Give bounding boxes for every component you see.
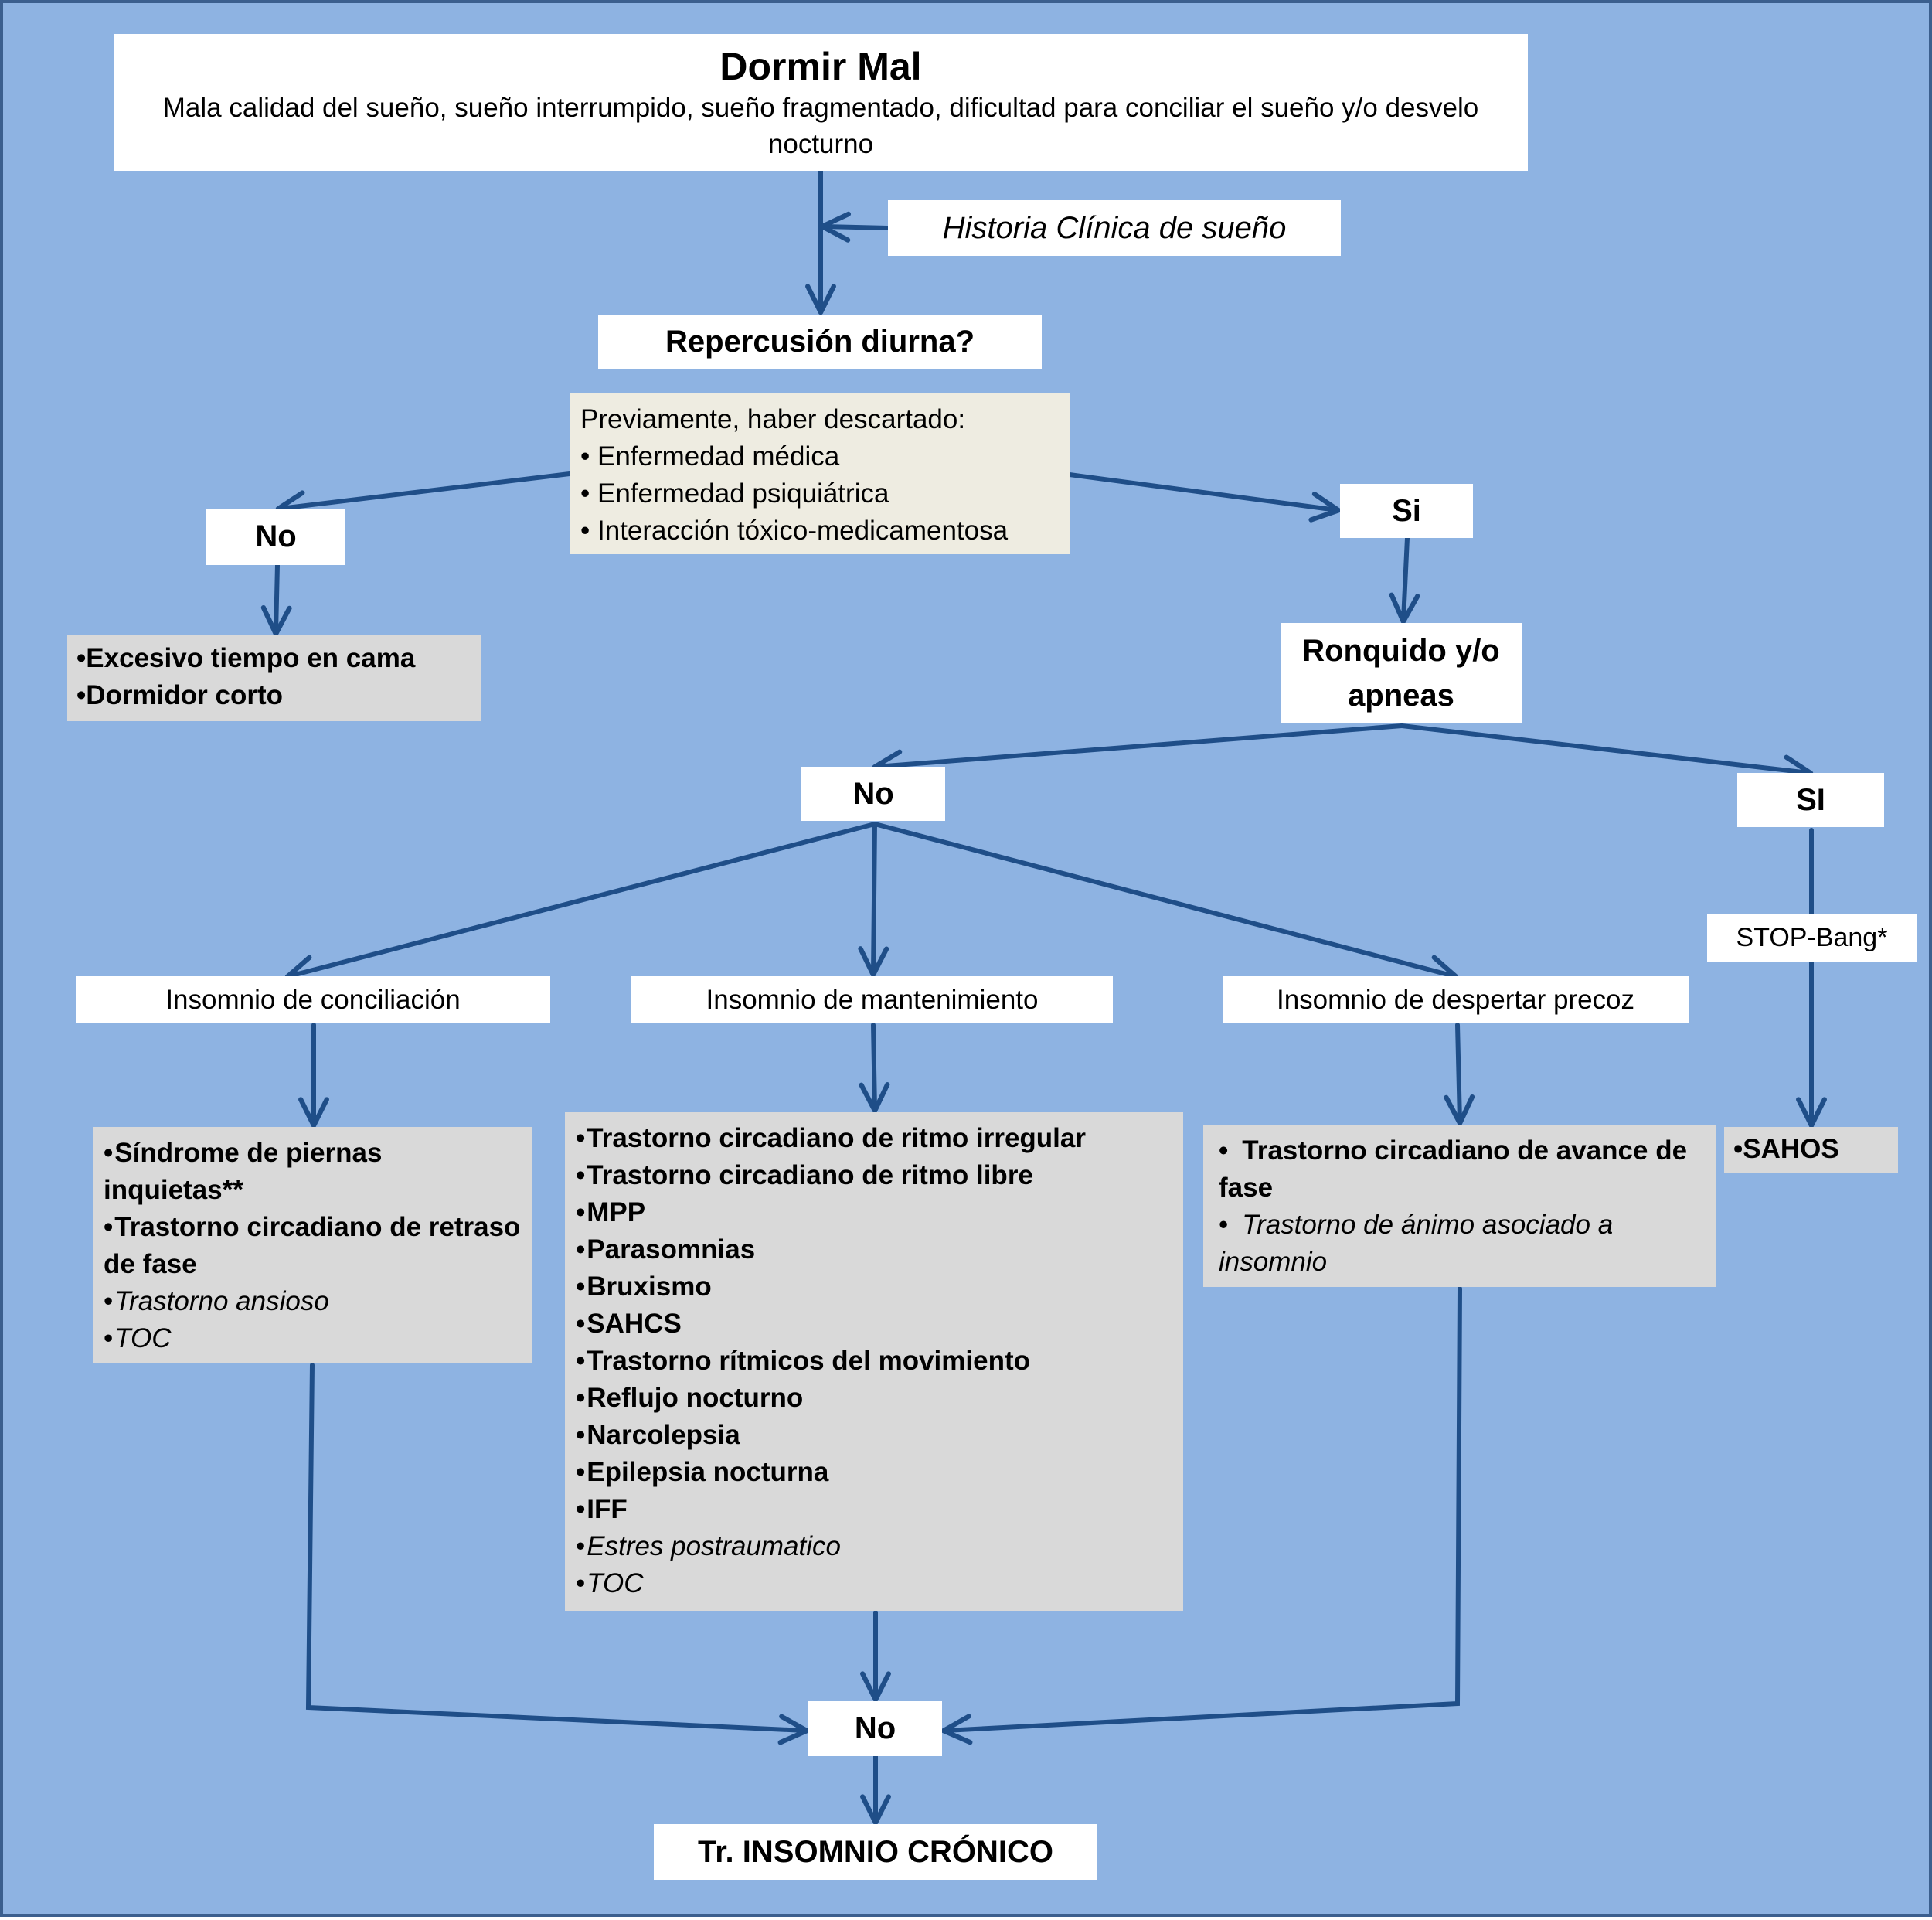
insomnia-type-conciliation: Insomnio de conciliación bbox=[76, 976, 550, 1023]
stopbang-box: STOP-Bang* bbox=[1707, 914, 1917, 962]
differential-item: •Trastorno ansioso bbox=[104, 1286, 329, 1316]
differential-item: •Trastorno circadiano de ritmo libre bbox=[576, 1160, 1033, 1190]
result-item: •Excesivo tiempo en cama bbox=[77, 643, 416, 673]
result-item: •SAHOS bbox=[1733, 1134, 1839, 1164]
differential-item: •SAHCS bbox=[576, 1309, 682, 1339]
arrow-no-to-early bbox=[872, 822, 1459, 986]
outcome-label: Tr. INSOMNIO CRÓNICO bbox=[697, 1834, 1054, 1869]
snoring-label-line1: Ronquido y/o bbox=[1302, 633, 1500, 668]
insomnia-type-maintenance: Insomnio de mantenimiento bbox=[631, 976, 1113, 1023]
prerequisite-item: • Enfermedad psiquiátrica bbox=[580, 478, 889, 509]
differential-item: •TOC bbox=[104, 1323, 172, 1353]
prerequisites-list: • Enfermedad médica • Enfermedad psiquiá… bbox=[580, 438, 1059, 550]
yes-daytime-label: Si bbox=[1392, 493, 1421, 528]
arrow-snoring-to-si bbox=[1400, 723, 1814, 786]
connector-layer bbox=[260, 169, 1827, 1826]
differential-item: •Parasomnias bbox=[576, 1234, 756, 1265]
differential-item: •Trastorno de ánimo asociado a insomnio bbox=[1219, 1210, 1614, 1277]
final-no-box: No bbox=[808, 1701, 942, 1756]
history-box: Historia Clínica de sueño bbox=[888, 200, 1341, 256]
differential-item: •Trastorno circadiano de avance de fase bbox=[1219, 1135, 1688, 1203]
title-box: Dormir Mal Mala calidad del sueño, sueño… bbox=[114, 34, 1528, 171]
maintenance-differentials-box: •Trastorno circadiano de ritmo irregular… bbox=[565, 1112, 1183, 1611]
differential-item: •Reflujo nocturno bbox=[576, 1383, 804, 1413]
differential-item: •Trastorno rítmicos del movimiento bbox=[576, 1346, 1030, 1376]
differential-item: •Narcolepsia bbox=[576, 1420, 740, 1450]
title-text: Dormir Mal bbox=[719, 45, 922, 88]
arrow-snoring-to-no bbox=[872, 723, 1404, 781]
no-daytime-box: No bbox=[206, 509, 345, 565]
arrow-no-to-maintenance bbox=[858, 822, 889, 978]
arrow-si-to-snoring bbox=[1389, 536, 1420, 625]
prerequisites-heading: Previamente, haber descartado: bbox=[580, 404, 966, 434]
no-daytime-label: No bbox=[255, 519, 297, 553]
history-label: Historia Clínica de sueño bbox=[942, 210, 1287, 245]
differential-item: •Estres postraumatico bbox=[576, 1531, 842, 1561]
differential-item: •MPP bbox=[576, 1197, 646, 1227]
arrow-daytime-to-no bbox=[275, 471, 572, 522]
snoring-question-box: Ronquido y/o apneas bbox=[1281, 623, 1522, 723]
sahos-box: •SAHOS bbox=[1724, 1127, 1898, 1173]
differential-item: •Síndrome de piernas inquietas** bbox=[104, 1138, 383, 1205]
prerequisites-box: Previamente, haber descartado: • Enferme… bbox=[570, 393, 1070, 554]
differential-item: •Bruxismo bbox=[576, 1271, 712, 1302]
final-no-label: No bbox=[854, 1711, 896, 1745]
arrow-daytime-to-si bbox=[1067, 472, 1342, 523]
early-waking-differentials: •Trastorno circadiano de avance de fase •… bbox=[1219, 1132, 1705, 1281]
arrow-maintenance-to-list bbox=[859, 1023, 890, 1114]
no-daytime-results-box: •Excesivo tiempo en cama •Dormidor corto bbox=[67, 635, 481, 721]
insomnia-type-early-waking: Insomnio de despertar precoz bbox=[1223, 976, 1689, 1023]
yes-snoring-label: SI bbox=[1796, 782, 1825, 817]
early-waking-differentials-box: •Trastorno circadiano de avance de fase •… bbox=[1203, 1125, 1716, 1287]
conciliation-differentials-box: •Síndrome de piernas inquietas** •Trastor… bbox=[93, 1127, 532, 1363]
conciliation-differentials: •Síndrome de piernas inquietas** •Trastor… bbox=[104, 1135, 522, 1357]
no-snoring-box: No bbox=[801, 767, 945, 821]
differential-item: •TOC bbox=[576, 1568, 644, 1598]
arrow-no-to-excess bbox=[260, 563, 292, 637]
prerequisite-item: • Interacción tóxico-medicamentosa bbox=[580, 516, 1009, 546]
no-snoring-label: No bbox=[852, 776, 894, 811]
daytime-question-label: Repercusión diurna? bbox=[665, 324, 975, 359]
differential-item: •Epilepsia nocturna bbox=[576, 1457, 829, 1487]
arrow-early-to-list bbox=[1444, 1023, 1475, 1126]
daytime-question-box: Repercusión diurna? bbox=[598, 315, 1042, 369]
title-description: Mala calidad del sueño, sueño interrumpi… bbox=[162, 93, 1479, 159]
differential-item: •Trastorno circadiano de ritmo irregular bbox=[576, 1123, 1086, 1153]
outcome-box: Tr. INSOMNIO CRÓNICO bbox=[654, 1824, 1097, 1880]
differential-item: •Trastorno circadiano de retraso de fase bbox=[104, 1212, 521, 1279]
arrow-history-to-mainline bbox=[819, 211, 890, 243]
yes-daytime-box: Si bbox=[1340, 484, 1473, 538]
result-item: •Dormidor corto bbox=[77, 680, 283, 710]
stopbang-label: STOP-Bang* bbox=[1736, 922, 1888, 952]
prerequisite-item: • Enfermedad médica bbox=[580, 441, 840, 471]
snoring-label-line2: apneas bbox=[1348, 678, 1454, 713]
maintenance-differentials: •Trastorno circadiano de ritmo irregular… bbox=[576, 1120, 1172, 1602]
yes-snoring-box: SI bbox=[1737, 773, 1884, 827]
arrow-no-to-conciliation bbox=[284, 822, 877, 986]
differential-item: •IFF bbox=[576, 1494, 628, 1524]
